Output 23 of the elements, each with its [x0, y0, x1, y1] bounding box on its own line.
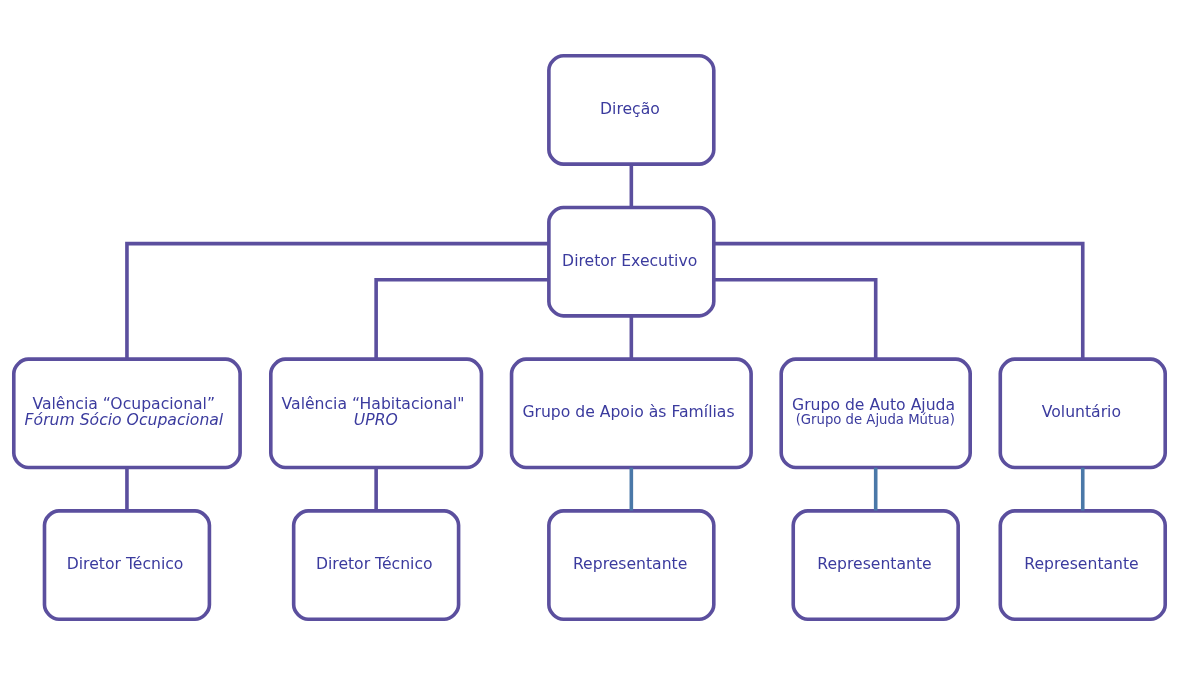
- node-box: Representante: [998, 509, 1167, 621]
- connector: [1080, 467, 1085, 511]
- connector: [629, 164, 634, 208]
- connector: [374, 467, 378, 511]
- node-box: Grupo de Apoio às Famílias: [509, 357, 753, 470]
- node-box: Representante: [547, 509, 716, 621]
- connector: [714, 277, 878, 359]
- node-box: Diretor Técnico: [42, 509, 212, 621]
- node-box: Diretor Executivo: [547, 205, 716, 318]
- connector: [125, 241, 549, 360]
- node-box: Voluntário: [998, 357, 1167, 470]
- node-box: Diretor Técnico: [291, 509, 461, 621]
- node-box: Grupo de Auto Ajuda (Grupo de Ajuda Mútua): [779, 357, 972, 470]
- connector: [714, 241, 1085, 360]
- connector: [629, 316, 634, 359]
- node-box: Representante: [791, 509, 960, 621]
- node-box: Valência “Ocupacional” Fórum Sócio Ocupacional: [12, 357, 242, 470]
- node-box: Direção: [547, 54, 716, 166]
- connector: [374, 277, 549, 359]
- connector: [629, 467, 634, 511]
- connector: [125, 467, 129, 511]
- node-box: Valência “Habitacional" UPRO: [269, 357, 484, 470]
- connector: [873, 467, 878, 511]
